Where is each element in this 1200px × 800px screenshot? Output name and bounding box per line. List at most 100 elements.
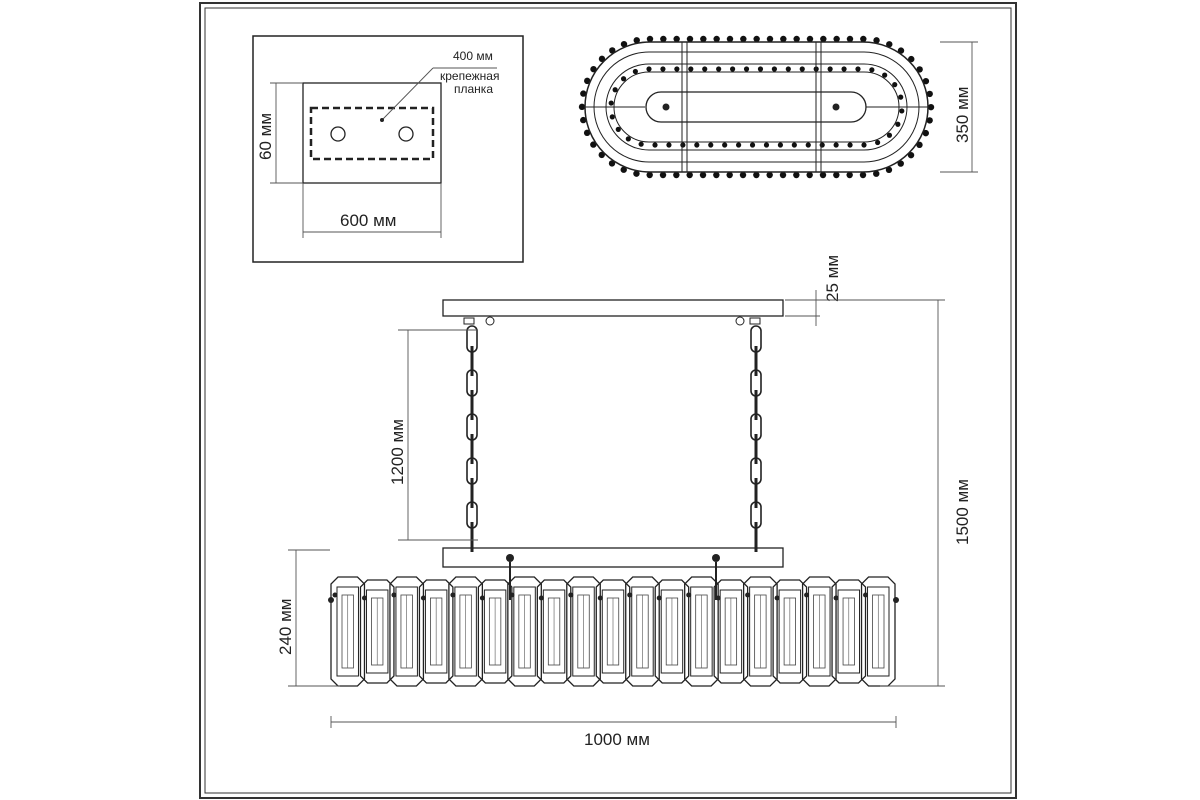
crystal-bead: [873, 170, 880, 177]
crystal-bead: [615, 126, 621, 132]
crystal-bead: [855, 66, 861, 72]
crystal-bead: [708, 142, 714, 148]
crystal-bead: [673, 35, 680, 43]
crystal-bead: [625, 136, 631, 142]
crystal-bead: [819, 142, 825, 148]
plate-width-label: 600 мм: [340, 211, 396, 230]
crystal-bead: [869, 67, 875, 73]
crystal-bead: [785, 66, 791, 72]
crystal-bead: [771, 66, 777, 72]
crystal-bead: [612, 87, 618, 93]
crystal: [860, 576, 896, 687]
crystal-bead: [736, 142, 742, 148]
crystal-bead: [688, 66, 694, 72]
crystal-bead: [659, 171, 667, 179]
crystal: [801, 576, 837, 687]
crystal-bead: [806, 171, 813, 179]
crystal-bead: [805, 142, 811, 148]
suspension-chain-left: [466, 325, 478, 552]
top-view-crystal-ring: [578, 35, 935, 179]
crystal-bead: [846, 35, 854, 43]
crystal: [742, 576, 778, 687]
canopy-height-label: 25 мм: [823, 255, 842, 302]
crystal-bead: [686, 171, 693, 179]
canopy: [442, 299, 784, 317]
crystal-bead: [578, 103, 586, 111]
crystal-bead: [793, 35, 800, 43]
crystal-bead: [875, 139, 881, 146]
crystal-bead: [694, 142, 700, 148]
crystal-bead: [702, 66, 708, 72]
crystal-bead: [646, 171, 653, 179]
crystal-bead: [666, 142, 672, 148]
crystal: [566, 576, 601, 687]
crystal-bead: [609, 114, 615, 120]
crystal-bead: [841, 66, 847, 72]
crystal-bead: [580, 116, 587, 124]
crystal-bead: [895, 121, 901, 127]
crystal-bead: [926, 90, 933, 98]
body-top-bar: [442, 547, 784, 568]
crystal-bead: [793, 171, 800, 179]
crystal-bead: [660, 66, 666, 72]
crystal-bead: [638, 141, 644, 147]
crystal-bead: [763, 142, 770, 148]
crystal-bead: [716, 66, 722, 72]
chain-length-label: 1200 мм: [388, 419, 407, 485]
crystal-bead: [766, 171, 773, 179]
crystal-bead: [740, 35, 747, 43]
crystal-bead: [892, 82, 898, 88]
crystal-bead: [861, 142, 867, 148]
crystal-bead: [777, 142, 784, 148]
crystal-bead: [743, 66, 750, 72]
crystal-bead: [673, 171, 680, 179]
crystal-bead: [806, 35, 814, 43]
crystal-bead: [608, 100, 614, 106]
crystal-bead: [791, 142, 797, 148]
crystal-row: [328, 576, 899, 687]
crystal: [684, 576, 719, 687]
crystal-bead: [749, 142, 756, 148]
crystal-bead: [766, 35, 774, 43]
mount-hole-left: [330, 126, 346, 142]
crystal-bead: [660, 35, 667, 43]
body-height-label: 240 мм: [276, 599, 295, 655]
crystal-bead: [779, 171, 787, 179]
crystal: [477, 579, 513, 684]
crystal-bead: [753, 171, 760, 179]
crystal: [389, 576, 425, 687]
crystal-bead: [820, 35, 827, 43]
crystal-bead: [753, 35, 760, 43]
crystal-bead: [620, 76, 627, 82]
crystal-bead: [633, 170, 640, 177]
crystal-bead: [899, 108, 905, 114]
crystal-bead: [632, 68, 638, 75]
crystal-bead: [646, 35, 654, 43]
crystal-bead: [726, 35, 734, 43]
crystal: [654, 579, 690, 684]
crystal-bead: [833, 142, 839, 148]
bracket-width-label: 400 мм: [453, 49, 493, 63]
crystal: [595, 579, 631, 684]
crystal-bead: [859, 171, 867, 179]
crystal-bead: [819, 171, 827, 179]
top-view: 350 мм: [578, 35, 978, 179]
crystal: [359, 579, 395, 684]
crystal: [713, 579, 749, 684]
crystal-bead: [700, 35, 707, 43]
bracket-name-label-1: крепежная: [440, 69, 499, 83]
crystal-bead: [846, 171, 853, 179]
front-view: 25 мм 1200 мм 1500 мм 240 мм 1000 мм: [276, 255, 972, 749]
mount-plate-inset: 400 мм крепежная планка 60 мм 600 мм: [252, 35, 524, 263]
bracket-name-label-2: планка: [454, 82, 493, 96]
crystal-bead: [833, 35, 840, 43]
crystal-bead: [580, 90, 587, 97]
crystal-bead: [927, 103, 935, 111]
crystal-bead: [633, 37, 640, 44]
crystal: [625, 576, 660, 687]
total-height-label: 1500 мм: [953, 479, 972, 545]
plate-height-label: 60 мм: [256, 113, 275, 160]
crystal-bead: [699, 171, 707, 179]
crystal-bead: [674, 66, 680, 72]
